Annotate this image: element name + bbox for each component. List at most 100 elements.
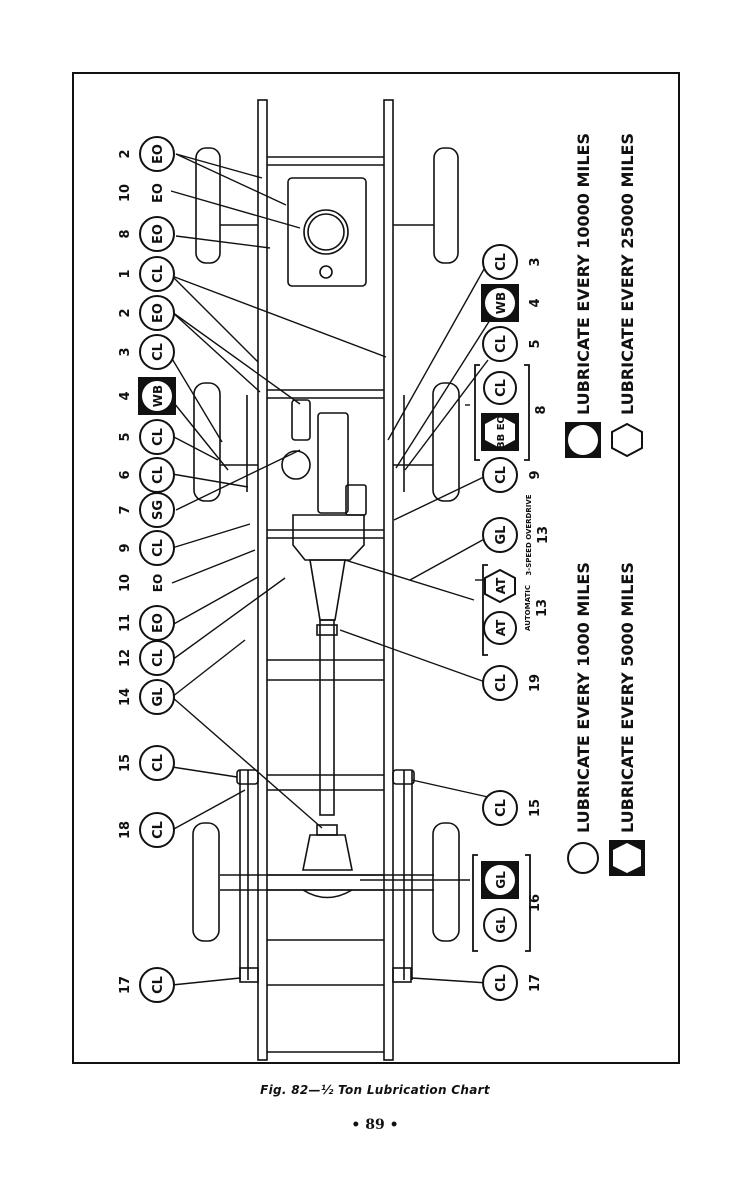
svg-text:GL: GL [494, 916, 508, 934]
svg-text:AT: AT [494, 577, 508, 594]
callouts-left: EO 2 EO 10 EO 8 CL 1 EO 2 CL 3 [118, 136, 176, 1003]
svg-text:CL: CL [494, 799, 509, 817]
callout-3-cl: CL 3 [118, 334, 175, 370]
svg-text:15: 15 [528, 799, 543, 817]
svg-text:5: 5 [528, 339, 543, 348]
svg-text:CL: CL [151, 428, 166, 446]
legend-item-25000-miles: LUBRICATE EVERY 25000 MILES [611, 133, 643, 458]
callout-8-eo: EO 8 [118, 216, 175, 252]
svg-text:10: 10 [118, 574, 133, 592]
svg-text:CL: CL [151, 821, 166, 839]
callout-r-19-cl: CL 19 [482, 665, 543, 701]
leader-lines [167, 153, 491, 986]
svg-text:12: 12 [118, 649, 133, 667]
svg-text:16: 16 [528, 894, 543, 912]
callout-11-eo: EO 11 [118, 605, 175, 641]
figure-caption: Fig. 82—½ Ton Lubrication Chart [260, 1083, 490, 1097]
legend: LUBRICATE EVERY 1000 MILES LUBRICATE EVE… [565, 133, 645, 876]
svg-text:17: 17 [528, 974, 543, 992]
svg-text:CL: CL [494, 335, 509, 353]
svg-text:GL: GL [494, 526, 509, 545]
svg-text:EO: EO [151, 613, 166, 633]
callout-7-sg: SG 7 [118, 492, 175, 528]
callout-14-gl: GL 14 [118, 679, 175, 715]
svg-text:WB: WB [494, 292, 508, 314]
callout-10-eo: EO 10 [118, 183, 166, 203]
svg-text:8: 8 [534, 405, 549, 414]
svg-text:3: 3 [118, 347, 133, 356]
svg-text:CL: CL [151, 265, 166, 283]
svg-text:9: 9 [528, 470, 543, 479]
svg-text:4: 4 [528, 298, 543, 307]
svg-text:3-SPEED OVERDRIVE: 3-SPEED OVERDRIVE [525, 494, 533, 575]
legend-item-5000-miles: LUBRICATE EVERY 5000 MILES [609, 562, 645, 876]
svg-text:EO: EO [151, 224, 166, 244]
callout-r-8-group: CL BB EO 8 [474, 364, 549, 461]
svg-text:19: 19 [528, 674, 543, 692]
page-number: • 89 • [351, 1117, 399, 1133]
callout-r-5-cl: CL 5 [482, 326, 543, 362]
chart-frame [72, 72, 680, 1064]
svg-text:CL: CL [494, 674, 509, 692]
svg-text:AT: AT [494, 619, 508, 636]
svg-text:EO: EO [151, 574, 165, 592]
svg-text:9: 9 [118, 543, 133, 552]
callout-r-3-cl: CL 3 [482, 244, 543, 280]
svg-text:CL: CL [494, 253, 509, 271]
callout-r-13-automatic: AT AT AUTOMATIC 13 [482, 564, 550, 656]
callout-1-cl: CL 1 [118, 256, 175, 292]
svg-text:EO: EO [151, 303, 166, 323]
svg-text:6: 6 [118, 470, 133, 479]
svg-text:18: 18 [118, 821, 133, 839]
svg-text:2: 2 [118, 149, 133, 158]
callout-10-eo-b: EO 10 [118, 574, 165, 592]
svg-text:4: 4 [118, 391, 133, 400]
svg-text:7: 7 [118, 505, 133, 514]
svg-text:GL: GL [494, 871, 508, 889]
legend-item-10000-miles: LUBRICATE EVERY 10000 MILES [565, 133, 601, 458]
callout-r-9-cl: CL 9 [482, 457, 543, 493]
callout-r-4-wb: WB 4 [481, 284, 543, 322]
svg-text:CL: CL [151, 343, 166, 361]
svg-text:LUBRICATE EVERY 25000 MILES: LUBRICATE EVERY 25000 MILES [618, 133, 637, 415]
svg-text:LUBRICATE EVERY 1000 MILES: LUBRICATE EVERY 1000 MILES [574, 562, 593, 833]
callout-15-cl: CL 15 [118, 745, 175, 781]
svg-text:BB EO: BB EO [496, 415, 507, 449]
svg-text:10: 10 [118, 184, 133, 202]
svg-text:17: 17 [118, 976, 133, 994]
callout-4-wb: WB 4 [118, 377, 176, 415]
svg-text:3: 3 [528, 257, 543, 266]
callout-r-17-cl: CL 17 [482, 965, 543, 1001]
svg-text:CL: CL [494, 379, 509, 397]
callout-18-cl: CL 18 [118, 812, 175, 848]
svg-text:2: 2 [118, 308, 133, 317]
svg-text:15: 15 [118, 754, 133, 772]
svg-text:LUBRICATE EVERY 10000 MILES: LUBRICATE EVERY 10000 MILES [574, 133, 593, 415]
callouts-right: CL 3 WB 4 CL 5 CL BB EO 8 [472, 244, 551, 1001]
callout-2-eo: EO 2 [118, 136, 175, 172]
callout-9-cl: CL 9 [118, 530, 175, 566]
callout-6-cl: CL 6 [118, 457, 175, 493]
svg-text:CL: CL [494, 466, 509, 484]
svg-text:CL: CL [494, 974, 509, 992]
svg-text:13: 13 [535, 599, 550, 617]
svg-text:8: 8 [118, 229, 133, 238]
callout-r-16-group: GL GL 16 [472, 854, 543, 952]
callout-r-13-overdrive: GL 3-SPEED OVERDRIVE 13 [482, 494, 551, 576]
callout-r-15-cl: CL 15 [482, 790, 543, 826]
svg-text:SG: SG [151, 500, 166, 520]
svg-text:EO: EO [151, 144, 166, 164]
svg-text:CL: CL [151, 539, 166, 557]
callout-2-eo-b: EO 2 [118, 295, 175, 331]
svg-text:11: 11 [118, 614, 133, 632]
svg-text:13: 13 [536, 526, 551, 544]
callout-5-cl: CL 5 [118, 419, 175, 455]
svg-text:14: 14 [118, 688, 133, 706]
svg-text:CL: CL [151, 466, 166, 484]
svg-text:EO: EO [151, 183, 166, 203]
svg-text:1: 1 [118, 269, 133, 278]
svg-text:WB: WB [151, 385, 165, 407]
svg-text:AUTOMATIC: AUTOMATIC [524, 585, 532, 631]
svg-text:LUBRICATE EVERY 5000 MILES: LUBRICATE EVERY 5000 MILES [618, 562, 637, 833]
